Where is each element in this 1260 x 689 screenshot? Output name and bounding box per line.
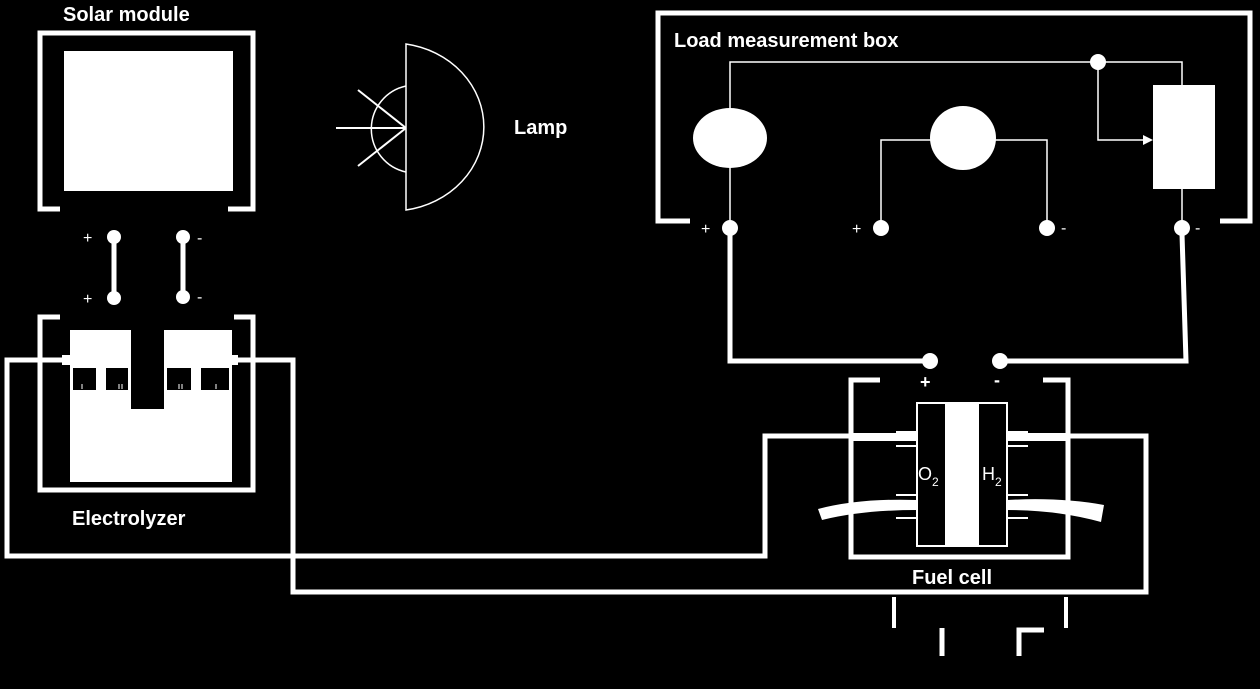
load-to-fuelcell-wiring (727, 233, 1189, 369)
load-minus-terminal-1 (1174, 220, 1190, 236)
ammeter-meter (693, 108, 767, 168)
load-box-label: Load measurement box (674, 30, 899, 52)
oxygen-outlet-tube (818, 499, 917, 520)
load-plus-terminal-1 (722, 220, 738, 236)
lamp-label: Lamp (514, 117, 567, 139)
load-minus-sign-1: - (1195, 220, 1200, 237)
electrolyzer-plus-sign: + (83, 291, 92, 308)
load-plus-sign-1: + (701, 221, 710, 238)
hydrogen-outlet-tube (1007, 499, 1104, 522)
fuel-cell-minus-sign: - (994, 370, 1000, 390)
solar-plus-terminal (107, 230, 121, 244)
junction-dot (1090, 54, 1106, 70)
variable-resistor (1153, 85, 1215, 189)
solar-minus-terminal (176, 230, 190, 244)
solar-panel (64, 51, 233, 191)
load-minus-sign-2: - (1061, 220, 1066, 237)
solar-module: Solar module (37, 4, 256, 212)
electrolyzer-minus-sign: - (197, 289, 202, 306)
fuel-cell-membrane (945, 403, 979, 546)
gas-pipes (4, 357, 1149, 595)
lamp: Lamp (336, 43, 567, 211)
hydrogen-label: H2 (982, 464, 1002, 489)
electrolyzer: Electrolyzer (37, 314, 256, 530)
load-plus-terminal-2 (873, 220, 889, 236)
electrolyzer-plus-terminal (107, 291, 121, 305)
solar-module-label: Solar module (63, 4, 190, 26)
electrolyzer-minus-terminal (176, 290, 190, 304)
fuel-cell-plus-sign: + (920, 372, 931, 392)
rheostat-arrow (1143, 135, 1153, 145)
load-measurement-box: Load measurement box + + - - (655, 10, 1253, 238)
electrolyzer-vessel (70, 330, 232, 482)
voltmeter-meter (930, 106, 996, 170)
fuel-cell: O2 H2 + - Fuel cell (818, 370, 1104, 656)
load-plus-sign-2: + (852, 221, 861, 238)
fuel-cell-plus-terminal (922, 353, 938, 369)
solar-terminals: + - + - (83, 230, 202, 308)
fuel-cell-minus-terminal (992, 353, 1008, 369)
electrolyzer-label: Electrolyzer (72, 508, 186, 530)
solar-minus-sign: - (197, 230, 202, 247)
solar-plus-sign: + (83, 230, 92, 247)
load-minus-terminal-2 (1039, 220, 1055, 236)
oxygen-label: O2 (918, 464, 939, 489)
fuel-cell-label: Fuel cell (912, 567, 992, 589)
